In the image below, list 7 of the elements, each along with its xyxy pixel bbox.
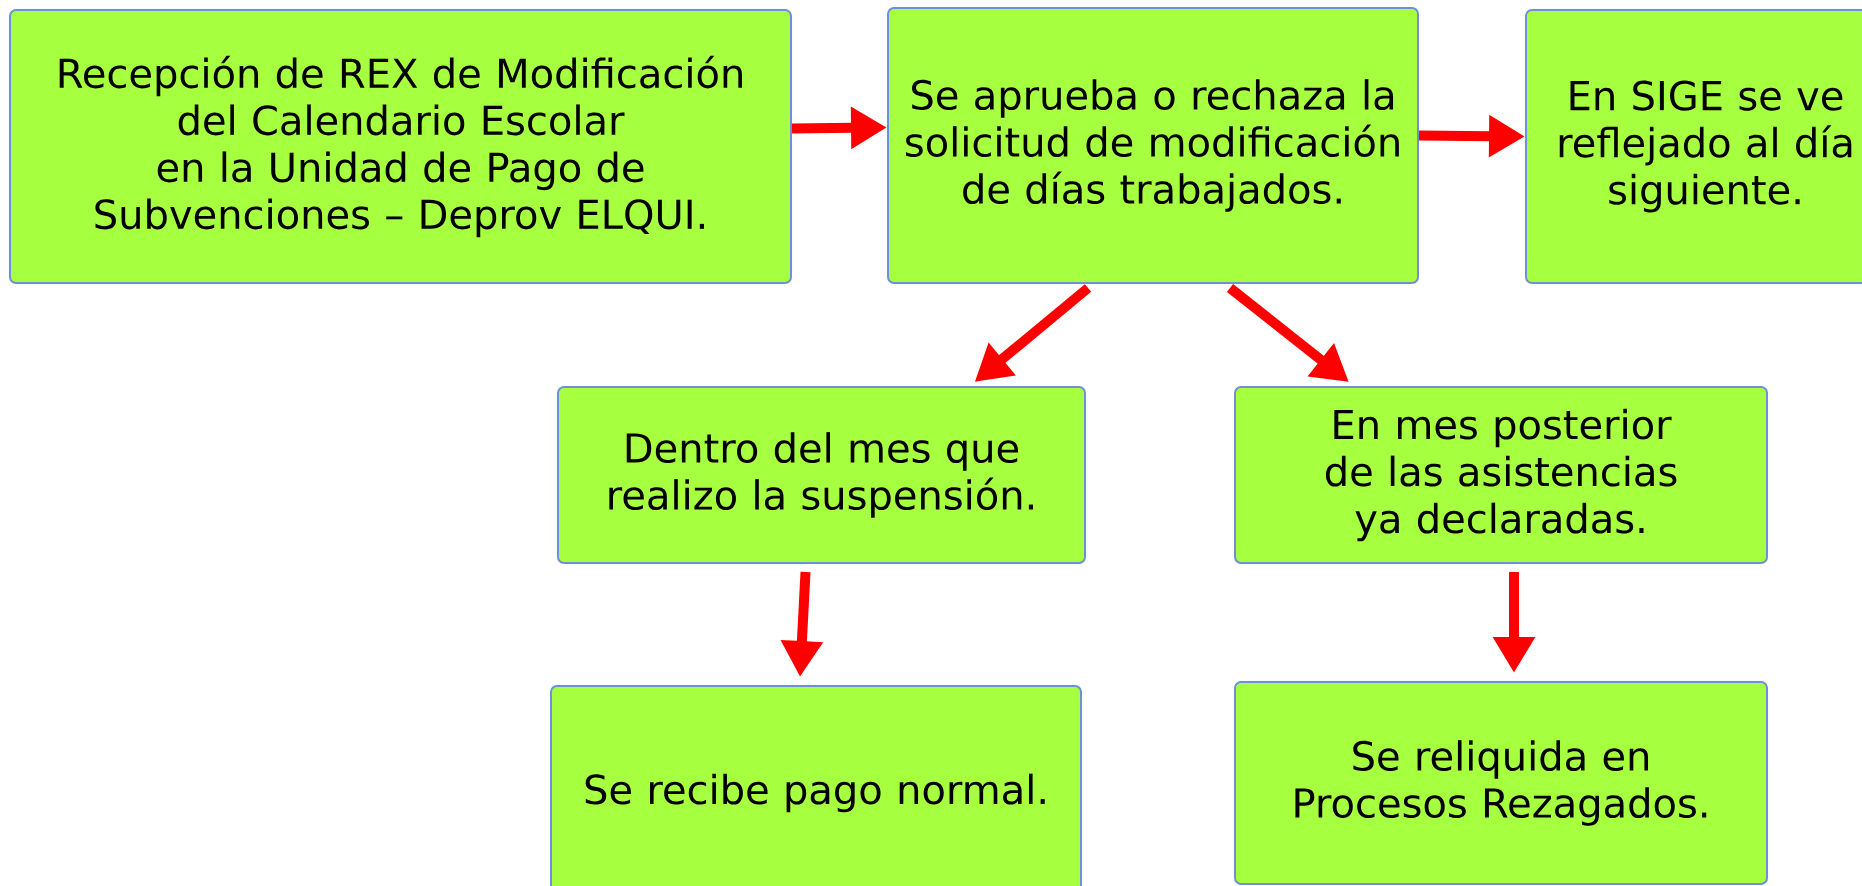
process-box: Se aprueba o rechaza la solicitud de modificación de días trabajados. [887,7,1419,284]
process-box: En mes posterior de las asistencias ya declaradas. [1234,386,1768,564]
process-box: Dentro del mes que realizo la suspensión. [557,386,1086,564]
process-box: Se reliquida en Procesos Rezagados. [1234,681,1768,885]
process-box: Recepción de REX de Modificación del Calendario Escolar en la Unidad de Pago de Subvenciones – Deprov ELQUI. [9,9,792,284]
process-box: En SIGE se ve reflejado al día siguiente. [1525,9,1862,284]
process-box: Se recibe pago normal. [550,685,1082,886]
